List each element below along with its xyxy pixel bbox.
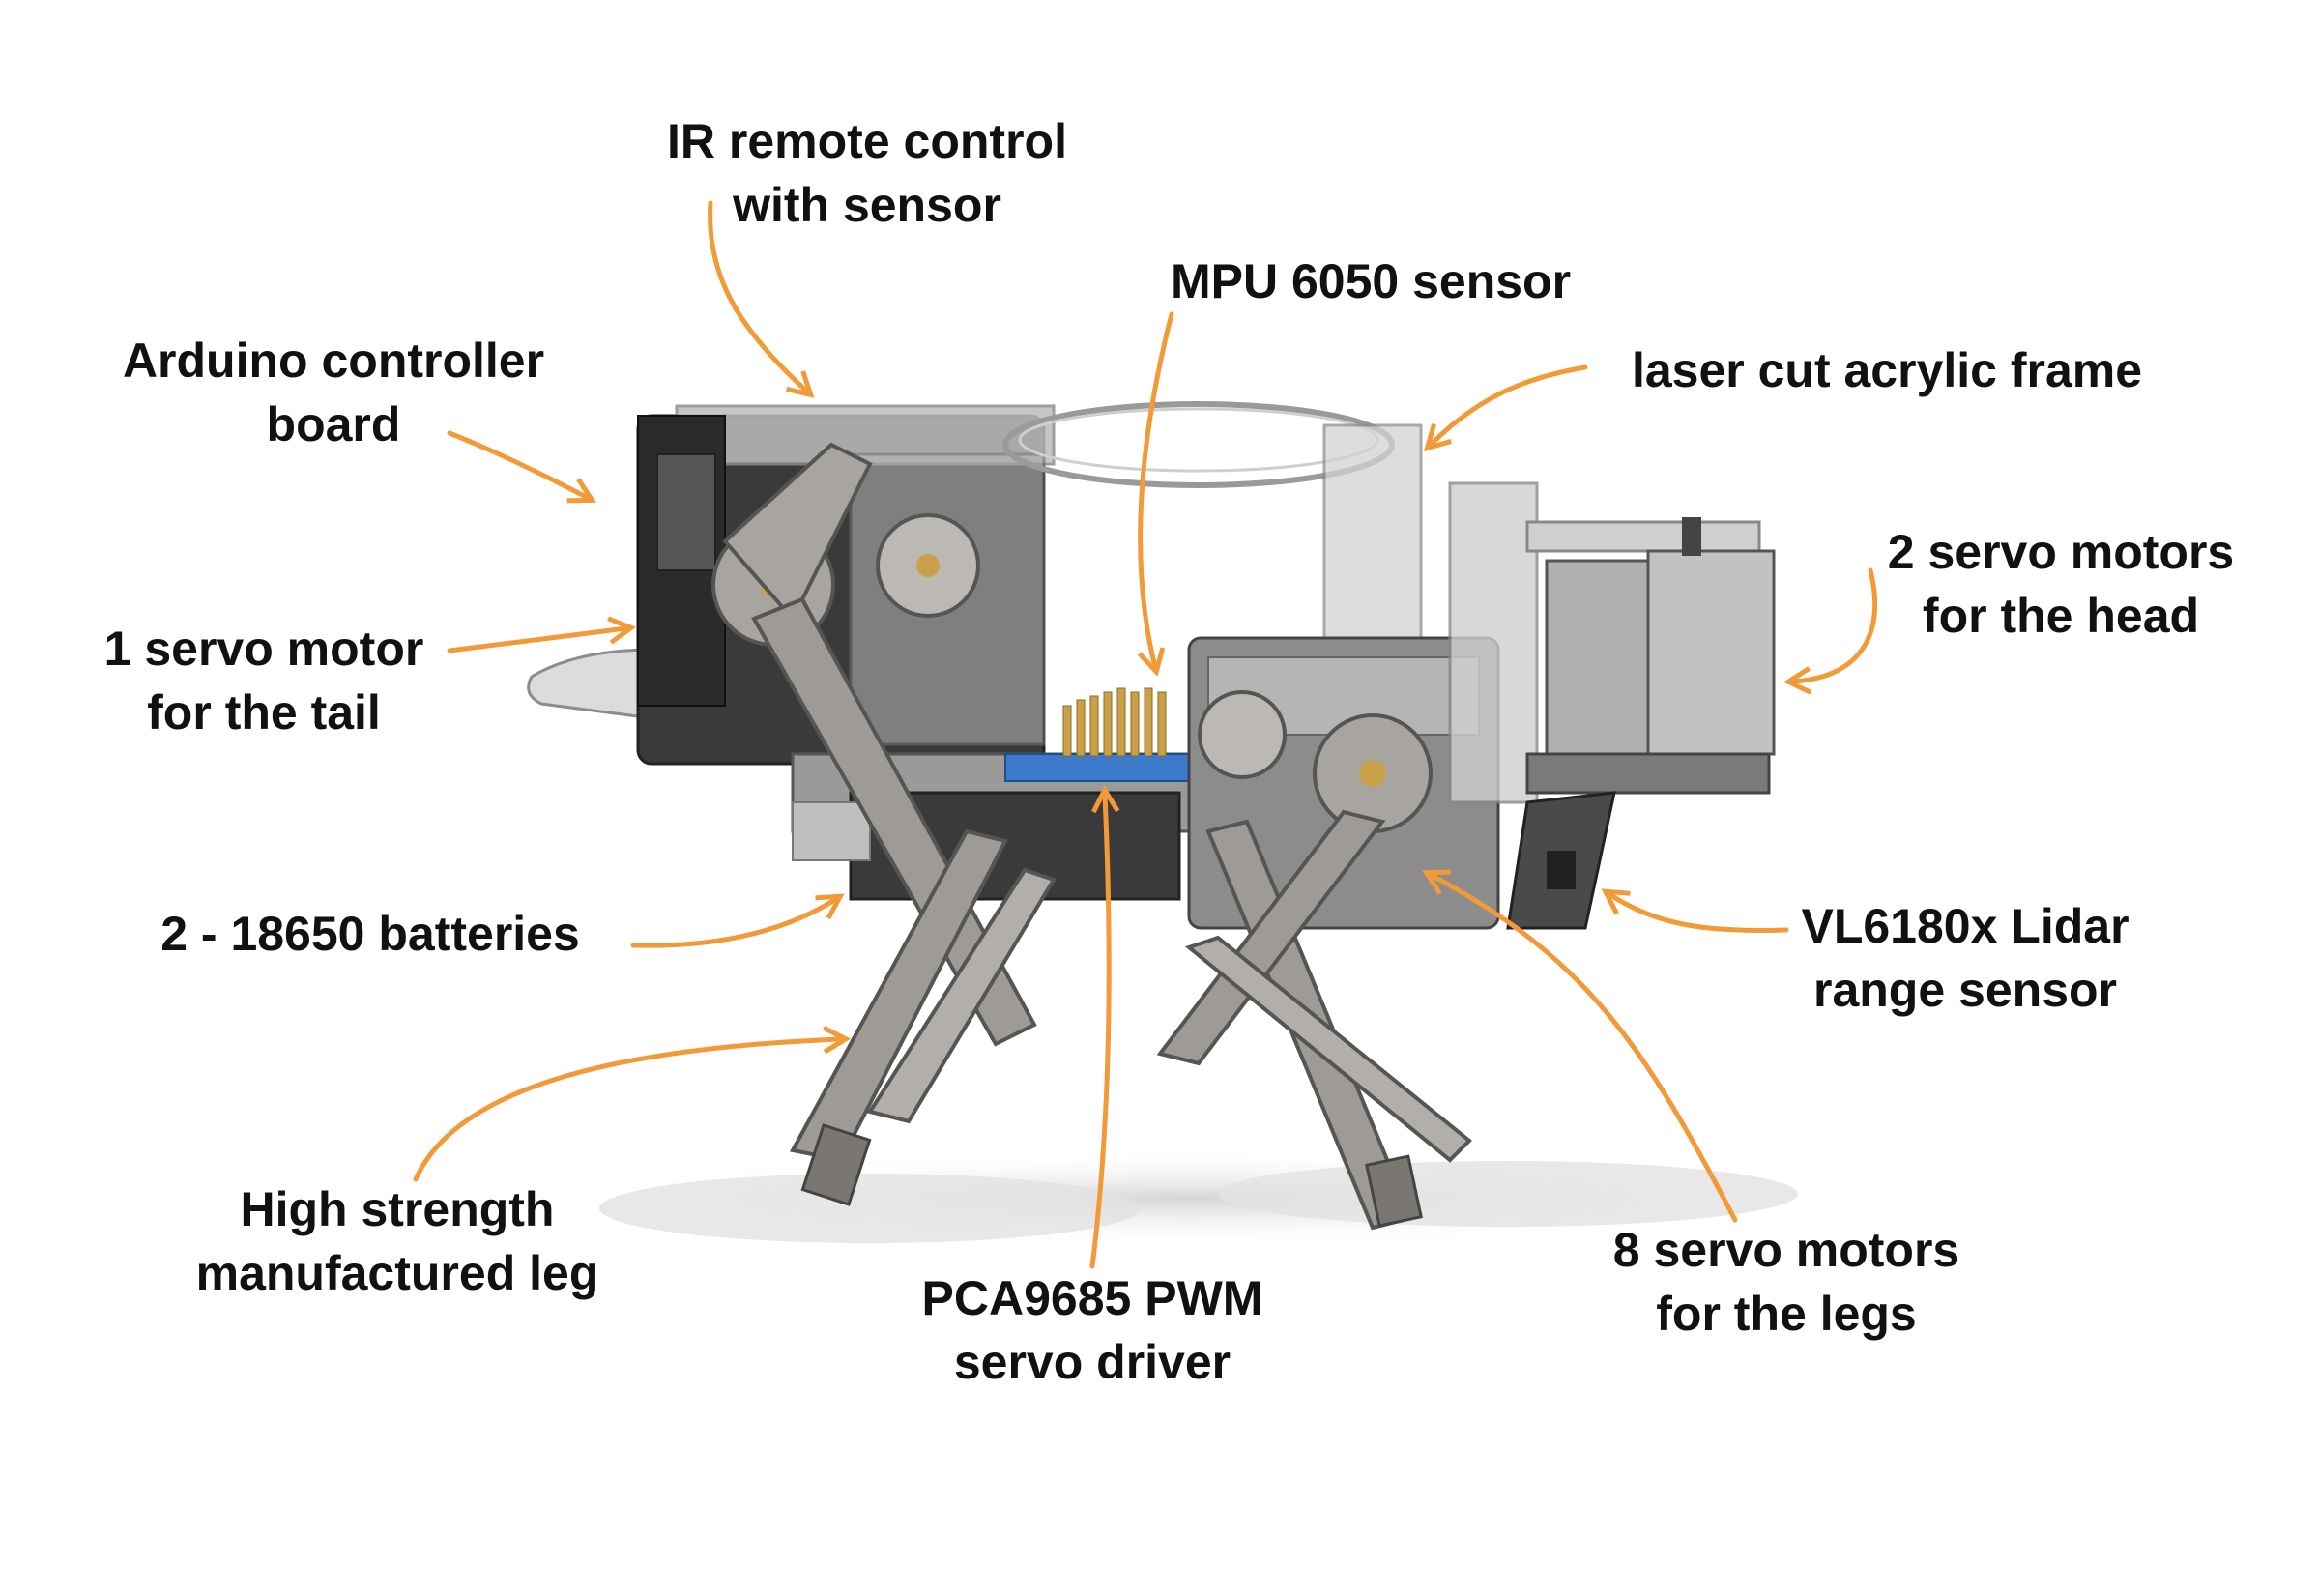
- arrow-leg-servos: [1431, 875, 1738, 1223]
- arrow-arduino: [447, 430, 588, 498]
- head-servos: [1525, 517, 1776, 795]
- label-mpu-sensor: MPU 6050 sensor: [1170, 254, 1572, 308]
- lidar-sensor: [1506, 791, 1616, 930]
- pwm-driver-board: [1004, 687, 1209, 782]
- rear-leg: [711, 442, 1057, 1206]
- arrow-laser-frame: [1431, 364, 1588, 445]
- front-leg: [1156, 690, 1472, 1231]
- rear-body: [636, 404, 1056, 766]
- arrow-ir-remote: [708, 200, 807, 392]
- label-batteries: 2 - 18650 batteries: [160, 907, 580, 961]
- arrow-lidar: [1609, 894, 1789, 933]
- arrow-leg: [413, 1039, 841, 1182]
- arrow-head-servos: [1793, 567, 1878, 682]
- label-laser-frame: laser cut acrylic frame: [1631, 343, 2143, 397]
- callout-arrows: [413, 200, 1878, 1269]
- arrow-pwm: [1089, 795, 1109, 1269]
- arrow-batteries: [630, 899, 836, 948]
- arrow-tail-servo: [447, 628, 626, 653]
- arrow-mpu: [1141, 311, 1174, 667]
- ground-shadow: [551, 1150, 1827, 1247]
